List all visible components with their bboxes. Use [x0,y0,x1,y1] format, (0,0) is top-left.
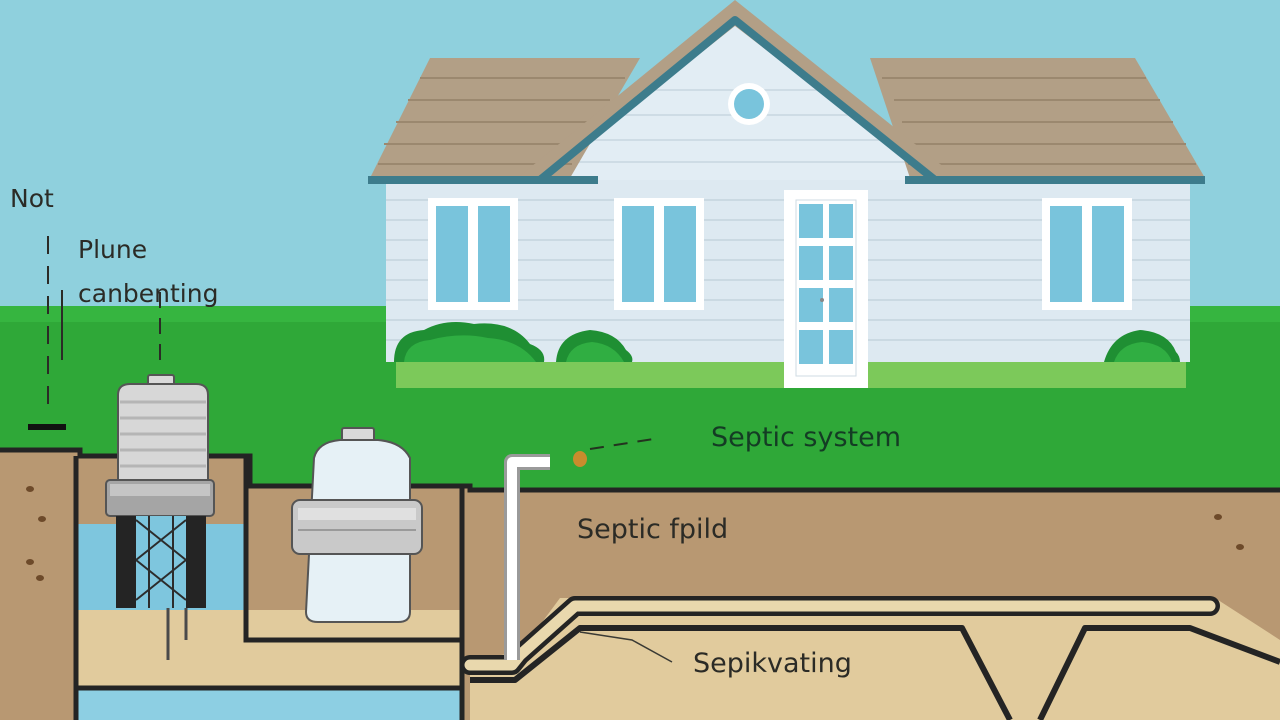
sump-pit-wall [73,456,465,720]
label-plune: Plune canbenting [78,228,218,316]
leach-field-bed [470,598,1280,720]
door [784,190,868,388]
leach-crack [579,631,673,663]
shrub-icon [556,330,633,362]
vent-pipe-icon [504,437,661,660]
marker-dash [28,424,66,430]
sump-water-bottom [78,688,462,720]
leach-trench [470,625,1013,720]
ground-line [0,447,1280,493]
house-icon [368,0,1205,388]
label-septic-system: Septic system [711,422,902,453]
label-sepikvating: Sepikvating [693,648,852,679]
label-not: Not [10,184,54,213]
shrub-icon [1104,330,1180,362]
distribution-box-icon [291,427,423,623]
label-septic-field: Septic fpild [577,514,729,545]
label-plune-line2: canbenting [78,279,219,308]
shrub-icon [394,322,545,362]
septic-tank-icon [105,374,215,660]
soil-specks [26,486,1244,581]
label-plune-line1: Plune [78,235,148,264]
leach-trench-right [1037,625,1280,720]
